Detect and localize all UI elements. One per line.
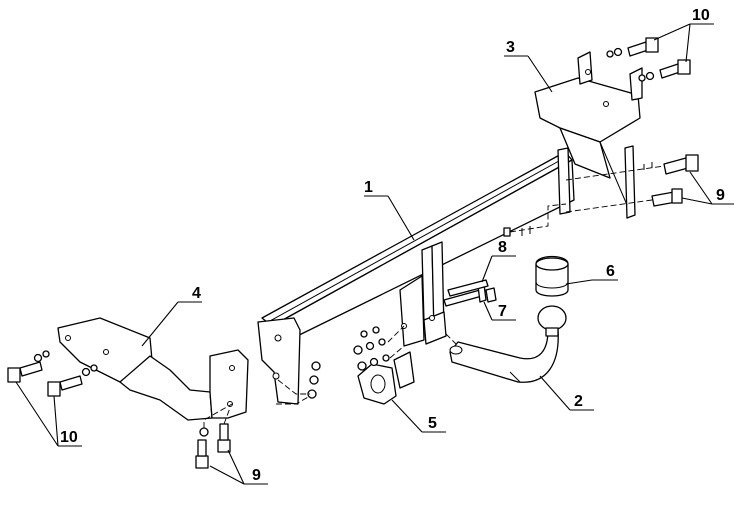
label-part-10-bottom: 10: [60, 429, 78, 446]
label-part-1: 1: [364, 179, 373, 196]
ball-cap: [535, 255, 569, 297]
crossbar-beam: [257, 147, 575, 405]
right-fasteners: [503, 37, 699, 237]
center-nuts: [353, 325, 457, 371]
label-part-8: 8: [498, 239, 507, 256]
leader-lines: [15, 23, 734, 485]
part-labels: 1 2 3 4 5 6 7 8 9 9 10 10: [60, 7, 725, 484]
label-part-9-right: 9: [716, 187, 725, 204]
left-bracket: [57, 317, 249, 421]
label-part-6: 6: [606, 263, 615, 280]
socket-plate: [357, 351, 415, 405]
tow-ball-neck: [449, 305, 567, 383]
label-part-3: 3: [506, 39, 515, 56]
label-part-4: 4: [192, 285, 201, 302]
label-part-10-top: 10: [692, 7, 710, 24]
label-part-9-bottom: 9: [252, 467, 261, 484]
label-part-2: 2: [574, 393, 583, 410]
label-part-5: 5: [428, 415, 437, 432]
long-bolts: [443, 279, 497, 307]
label-part-7: 7: [498, 303, 507, 320]
left-fasteners: [7, 350, 321, 469]
